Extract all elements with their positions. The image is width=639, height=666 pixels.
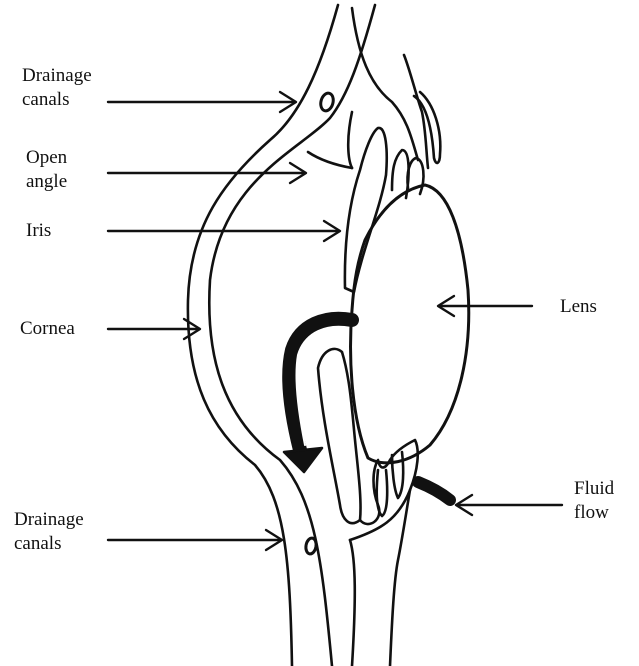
fluid-flow-arrowhead xyxy=(284,448,322,472)
label-drainage-canals-bottom-line1: Drainage xyxy=(14,508,84,532)
label-open-angle-line1: Open xyxy=(26,146,67,170)
label-drainage-canals-top: Drainage canals xyxy=(22,64,92,112)
label-lens-text: Lens xyxy=(560,295,597,319)
label-cornea-text: Cornea xyxy=(20,317,75,341)
open-angle-line xyxy=(308,152,352,168)
drainage-canal-bottom xyxy=(305,537,318,554)
drainage-canal-top xyxy=(319,92,335,112)
lens xyxy=(351,185,469,463)
lower-ciliary-base xyxy=(350,540,355,666)
lower-ciliary-finger-2 xyxy=(392,452,403,498)
open-angle-wall xyxy=(348,112,352,168)
label-iris: Iris xyxy=(26,219,51,243)
lower-iris xyxy=(318,349,361,523)
label-drainage-canals-top-line2: canals xyxy=(22,88,92,112)
label-fluid-flow-line2: flow xyxy=(574,501,614,525)
label-open-angle: Open angle xyxy=(26,146,67,194)
label-fluid-flow-line1: Fluid xyxy=(574,477,614,501)
label-lens: Lens xyxy=(560,295,597,319)
fluid-flow-lower xyxy=(418,482,450,500)
label-drainage-canals-bottom: Drainage canals xyxy=(14,508,84,556)
upper-iris xyxy=(345,128,387,292)
lower-ciliary-finger-1 xyxy=(377,470,387,516)
label-drainage-canals-bottom-line2: canals xyxy=(14,532,84,556)
label-iris-text: Iris xyxy=(26,219,51,243)
label-open-angle-line2: angle xyxy=(26,170,67,194)
label-fluid-flow: Fluid flow xyxy=(574,477,614,525)
label-drainage-canals-top-line1: Drainage xyxy=(22,64,92,88)
label-cornea: Cornea xyxy=(20,317,75,341)
